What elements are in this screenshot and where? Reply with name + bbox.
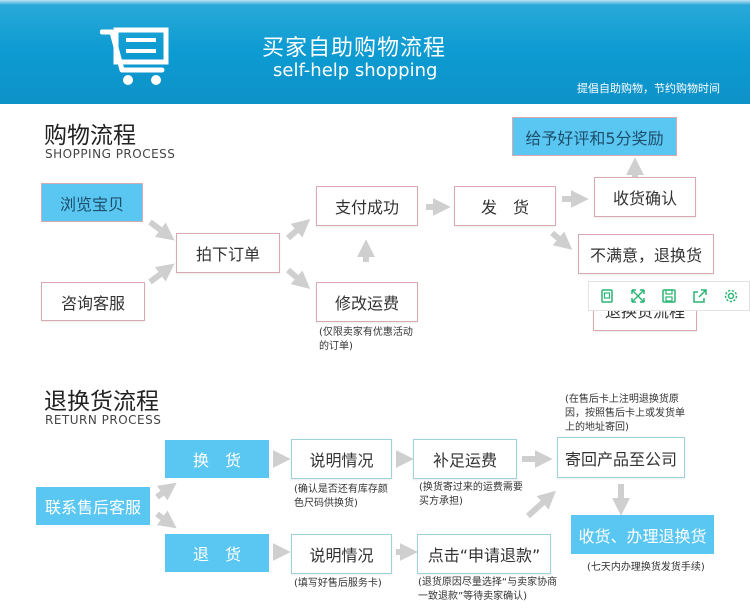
floating-toolbar	[588, 281, 750, 311]
arrow-ship-unsatisfied	[550, 230, 573, 250]
arrow-browse-order	[148, 219, 175, 241]
node-contact: 联系售后客服	[36, 487, 150, 525]
note-explain-1: (确认是否还有库存颜色尺码供换货)	[294, 484, 388, 509]
shopping-section-title: 购物流程	[44, 123, 136, 149]
node-exchange: 换 货	[165, 440, 269, 478]
expand-icon[interactable]	[627, 285, 649, 307]
node-explain-2: 说明情况	[291, 534, 392, 574]
shopping-section-subtitle: SHOPPING PROCESS	[45, 147, 176, 161]
save-icon[interactable]	[658, 285, 680, 307]
node-paid: 支付成功	[316, 186, 418, 226]
shopping-cart-icon	[100, 27, 169, 85]
arrow-apply-sendback	[525, 490, 557, 519]
node-add-fee: 补足运费	[413, 439, 517, 479]
note-receive-process: (七天内办理换货发货手续)	[587, 562, 705, 573]
arrow-order-paid	[286, 218, 311, 241]
arrow-contact-exchange	[155, 482, 177, 501]
node-explain-1: 说明情况	[291, 439, 392, 479]
note-explain-2: (填写好售后服务卡)	[294, 578, 382, 589]
return-section-subtitle: RETURN PROCESS	[45, 413, 162, 427]
return-section-title: 退换货流程	[44, 389, 159, 415]
note-send-back: (在售后卡上注明退换货原因，按照售后卡上或发货单上的地址寄回)	[565, 394, 685, 433]
arrow-consult-order	[148, 263, 175, 285]
header-banner: 买家自助购物流程 self-help shopping 提倡自助购物，节约购物时…	[0, 0, 750, 104]
note-modify-fee: (仅限卖家有优惠活动的订单)	[319, 327, 413, 352]
node-send-back: 寄回产品至公司	[557, 437, 685, 478]
settings-icon[interactable]	[720, 285, 742, 307]
note-add-fee: (换货寄过来的运费需要买方承担)	[419, 482, 523, 507]
copy-icon[interactable]	[596, 285, 618, 307]
banner-tagline: 提倡自助购物，节约购物时间	[577, 82, 720, 95]
banner-title: 买家自助购物流程	[262, 36, 447, 61]
node-apply-refund: 点击“申请退款”	[417, 534, 551, 574]
note-apply-refund: (退货原因尽量选择“与卖家协商一致退款”等待卖家确认)	[418, 577, 558, 602]
node-ship: 发 货	[454, 186, 556, 226]
share-icon[interactable]	[689, 285, 711, 307]
arrow-order-modify	[286, 267, 311, 290]
node-review: 给予好评和5分奖励	[512, 117, 677, 156]
node-receive: 收货确认	[594, 177, 696, 217]
node-modify-fee: 修改运费	[316, 282, 418, 322]
node-receive-process: 收货、办理退换货	[571, 515, 714, 554]
node-browse: 浏览宝贝	[41, 183, 143, 222]
node-consult: 咨询客服	[41, 282, 145, 321]
arrow-contact-refund	[155, 510, 177, 529]
node-unsatisfied: 不满意，退换货	[578, 234, 714, 274]
node-refund: 退 货	[165, 534, 269, 572]
node-order: 拍下订单	[176, 233, 280, 273]
banner-subtitle: self-help shopping	[273, 60, 438, 81]
